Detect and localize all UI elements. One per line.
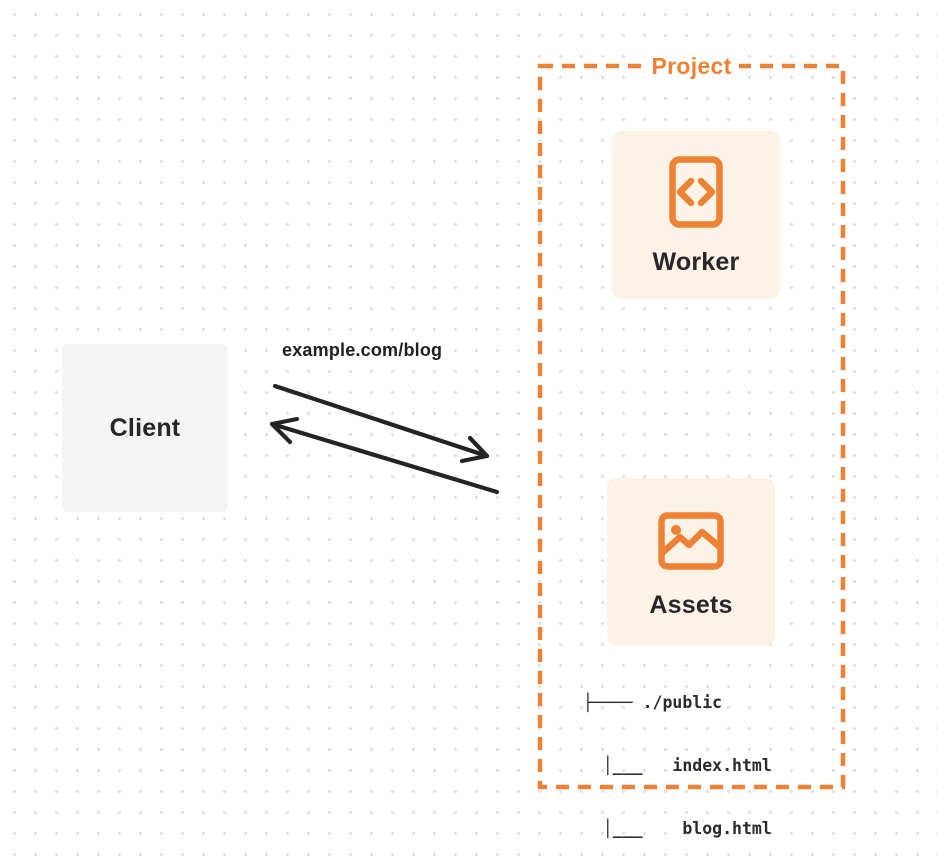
project-label: Project xyxy=(644,52,739,80)
worker-icon-wrap xyxy=(669,154,723,230)
request-arrow xyxy=(272,383,490,464)
client-node: Client xyxy=(62,344,228,512)
file-tree-line-index: │___ index.html xyxy=(583,756,772,775)
image-icon xyxy=(658,512,724,570)
assets-icon-wrap xyxy=(658,509,724,573)
code-document-icon xyxy=(669,156,723,228)
assets-label: Assets xyxy=(649,591,733,619)
assets-node: Assets xyxy=(607,478,775,646)
response-arrow xyxy=(269,416,500,495)
file-tree-line-blog: │___ blog.html xyxy=(583,819,772,838)
worker-label: Worker xyxy=(652,248,740,276)
project-boundary-title-row: Project xyxy=(540,52,843,80)
assets-file-tree: ├──── ./public │___ index.html │___ blog… xyxy=(583,650,772,860)
worker-node: Worker xyxy=(612,131,780,299)
request-url-label: example.com/blog xyxy=(282,340,443,360)
client-label: Client xyxy=(109,413,181,442)
file-tree-line-public: ├──── ./public xyxy=(583,693,723,712)
